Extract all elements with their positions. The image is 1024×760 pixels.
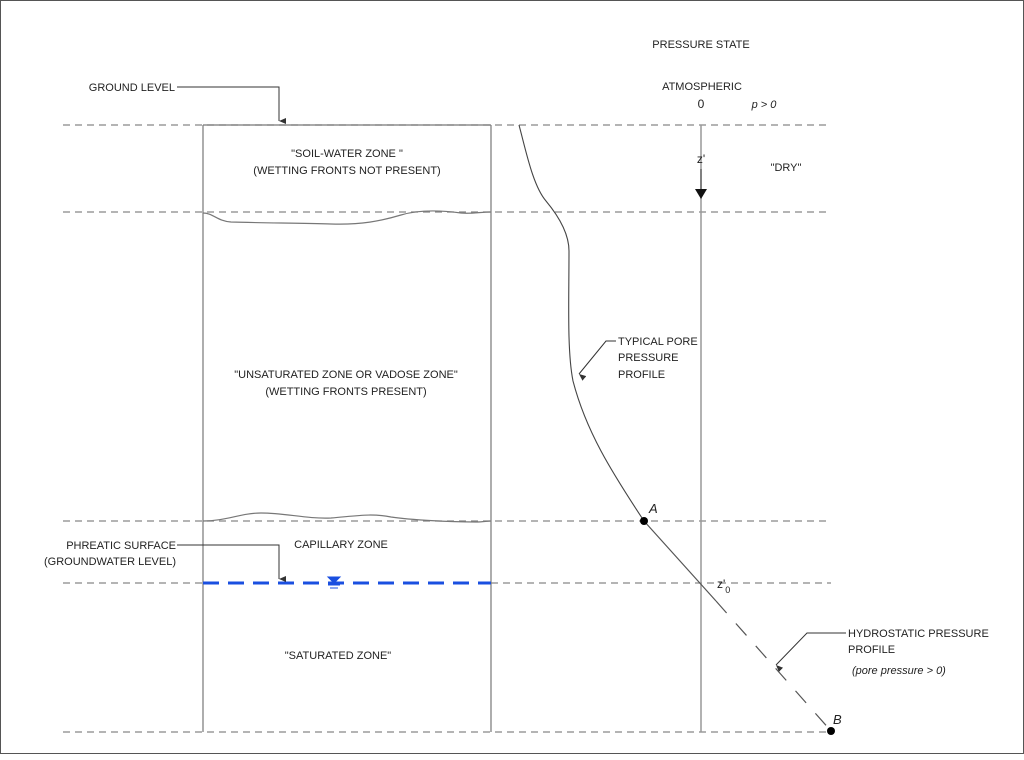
hydrostatic-profile-label-2: PROFILE bbox=[848, 644, 895, 656]
z-direction-arrow-icon bbox=[695, 189, 707, 199]
z0-label-subscript: 0 bbox=[725, 585, 730, 595]
soil-water-zone-label: "SOIL-WATER ZONE " bbox=[291, 148, 403, 160]
unsaturated-zone-sublabel: (WETTING FRONTS PRESENT) bbox=[265, 386, 426, 398]
phreatic-surface-label: PHREATIC SURFACE bbox=[66, 540, 176, 552]
z0-label-main: z' bbox=[717, 577, 725, 591]
groundwater-level-label: (GROUNDWATER LEVEL) bbox=[44, 556, 176, 568]
point-a-marker bbox=[640, 517, 648, 525]
typical-profile-label-1: TYPICAL PORE bbox=[618, 336, 698, 348]
point-a-label: A bbox=[648, 501, 658, 516]
positive-pressure-label: p > 0 bbox=[751, 99, 778, 111]
hydrostatic-profile-leader bbox=[775, 632, 846, 673]
dry-label: "DRY" bbox=[771, 162, 802, 174]
hydrostatic-profile-label-1: HYDROSTATIC PRESSURE bbox=[848, 628, 989, 640]
capillary-zone-label: CAPILLARY ZONE bbox=[294, 539, 388, 551]
point-b-label: B bbox=[833, 712, 842, 727]
z-axis-label: z' bbox=[697, 152, 705, 166]
wetting-front-lower bbox=[202, 512, 492, 523]
point-b-marker bbox=[827, 727, 835, 735]
hydrostatic-profile-dashed bbox=[715, 600, 832, 732]
water-table-symbol bbox=[326, 576, 342, 589]
ground-level-leader bbox=[177, 86, 286, 124]
typical-profile-label-3: PROFILE bbox=[618, 369, 665, 381]
saturated-zone-label: "SATURATED ZONE" bbox=[285, 650, 392, 662]
ground-level-label: GROUND LEVEL bbox=[89, 82, 175, 94]
soil-water-zone-sublabel: (WETTING FRONTS NOT PRESENT) bbox=[253, 165, 440, 177]
typical-profile-leader bbox=[578, 340, 616, 381]
typical-pore-pressure-curve bbox=[518, 124, 645, 522]
zero-pressure-label: 0 bbox=[698, 97, 705, 111]
pressure-state-title: PRESSURE STATE bbox=[652, 39, 749, 51]
hydrostatic-profile-solid bbox=[643, 520, 717, 602]
atmospheric-label: ATMOSPHERIC bbox=[662, 81, 742, 93]
wetting-front-upper bbox=[202, 210, 492, 225]
typical-profile-label-2: PRESSURE bbox=[618, 352, 679, 364]
pore-pressure-note: (pore pressure > 0) bbox=[852, 665, 946, 677]
z0-label: z'0 bbox=[717, 577, 730, 595]
phreatic-surface-leader bbox=[177, 544, 286, 582]
unsaturated-zone-label: "UNSATURATED ZONE OR VADOSE ZONE" bbox=[234, 369, 458, 381]
